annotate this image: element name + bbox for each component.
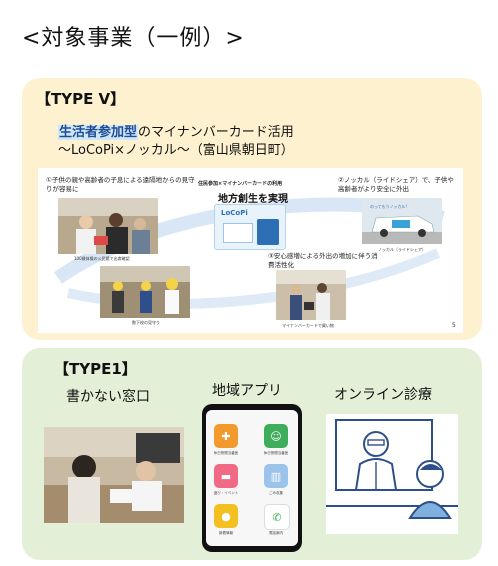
slide: ①子供の親や高齢者の子息による遠隔地からの見守りが容易に 100歳体操の公民館で… (38, 168, 463, 333)
label-local-app: 地域アプリ (212, 383, 282, 399)
medical-icon[interactable]: ✚ (214, 424, 238, 448)
car-sign: のってもうノッカル! (370, 204, 408, 209)
phone-screen: ✚ 休日夜間当番医 ☺ 休日夜間当番医 ▬ 遊び・イベント ▥ ごみ収集 ● 新… (206, 410, 298, 546)
tile-caption: ごみ収集 (269, 491, 283, 495)
photo-elderly-checkin (58, 198, 158, 254)
card-reader-icon (257, 219, 279, 245)
phone-icon[interactable]: ✆ (264, 504, 290, 530)
center-top-label: 住民参加×マイナンバーカードの利用 (198, 181, 283, 187)
photo-school-caption: 数下校の見守り (132, 320, 160, 325)
center-title: 地方創生を実現 (218, 194, 288, 205)
tile-caption: 新着情報 (219, 531, 233, 535)
baby-icon[interactable]: ☺ (264, 424, 288, 448)
tile-caption: 休日夜間当番医 (263, 451, 289, 455)
car-icon[interactable]: ▬ (214, 464, 238, 488)
type-v-heading: 【TYPE V】 (36, 90, 126, 108)
trash-icon[interactable]: ▥ (264, 464, 288, 488)
slide-point-3: ③安心感増による外出の増加に伴う消費活性化 (268, 252, 378, 269)
type-1-heading: 【TYPE1】 (54, 360, 137, 378)
chat-icon[interactable]: ● (214, 504, 238, 528)
photo-school-watch (100, 266, 190, 318)
card-icon (223, 223, 253, 243)
type-v-description-rest: のマイナンバーカード活用 (138, 125, 294, 140)
type-v-subtitle: ～LoCoPi×ノッカル～（富山県朝日町） (58, 143, 294, 158)
slide-point-2: ②ノッカル（ライドシェア）で、子供や高齢者がより安全に外出 (338, 176, 454, 193)
photo-rideshare-car: のってもうノッカル! (362, 198, 442, 244)
photo-rideshare-caption: ノッカル（ライドシェア） (378, 247, 426, 252)
locopi-card-brand: LoCoPi (221, 209, 248, 217)
slide-point-1: ①子供の親や高齢者の子息による遠隔地からの見守りが容易に (46, 176, 195, 193)
photo-counter (44, 427, 184, 523)
locopi-card: LoCoPi (214, 204, 286, 250)
page-title: <対象事業（一例）> (22, 26, 245, 51)
type-v-highlight: 生活者参加型 (58, 125, 139, 140)
label-online-medical: オンライン診療 (334, 387, 432, 403)
tile-caption: 電話案内 (269, 531, 283, 535)
photo-shopping (276, 270, 346, 320)
slide-page-number: 5 (452, 322, 456, 329)
type-v-description: 生活者参加型のマイナンバーカード活用 (58, 121, 294, 140)
online-medical-illustration (326, 414, 458, 534)
photo-shopping-caption: マイナンバーカードで買い物 (282, 323, 334, 328)
tile-caption: 遊び・イベント (213, 491, 239, 495)
photo-elderly-caption: 100歳体操の公民館で出席確認 (74, 256, 130, 261)
label-no-writing-counter: 書かない窓口 (66, 389, 150, 405)
tile-caption: 休日夜間当番医 (213, 451, 239, 455)
